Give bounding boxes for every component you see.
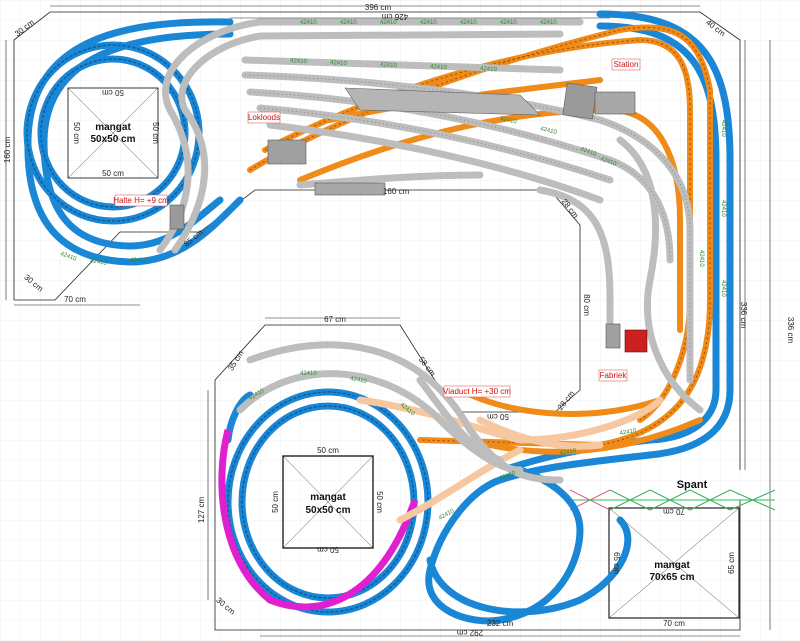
dim-336-b: 336 cm <box>786 317 795 344</box>
fabriek-label-box <box>598 369 628 382</box>
halte-building <box>169 204 185 230</box>
track-code: 42410 <box>340 20 357 26</box>
track-code: 42410 <box>90 258 108 267</box>
mangat-bl-line1: mangat <box>310 492 346 503</box>
track-code: 42410 <box>480 66 498 73</box>
track-code: 42410 <box>499 470 517 482</box>
fabriek-building <box>624 329 648 353</box>
siding-platform <box>314 182 386 196</box>
br-65-left: 65 cm <box>612 552 621 574</box>
station-annex <box>594 91 636 115</box>
mangat-tl-line1: mangat <box>95 122 131 133</box>
spant-label: Spant <box>677 479 708 491</box>
tl-50-right: 50 cm <box>151 122 160 144</box>
station-label: Station <box>614 60 639 69</box>
mangat-br-line1: mangat <box>654 560 690 571</box>
mangat-tl-line2: 50x50 cm <box>90 134 135 145</box>
mangat-bl-line2: 50x50 cm <box>305 505 350 516</box>
dim-292: 292 cm <box>457 628 484 637</box>
track-code: 42410 <box>380 62 398 69</box>
dim-160-mid: 160 cm <box>383 187 410 196</box>
halte-label-box <box>114 194 168 207</box>
track-code: 42410 <box>330 60 348 67</box>
viaduct-track-group <box>356 396 664 524</box>
track-code: 42410 <box>579 146 597 158</box>
track-code: 42410 <box>500 20 517 26</box>
lokloods-label-box <box>247 111 281 124</box>
bl-50-right: 50 cm <box>375 491 384 513</box>
station-building <box>562 82 598 120</box>
track-code: 42410 <box>300 20 317 26</box>
br-70-bottom: 70 cm <box>663 619 685 628</box>
track-code: 42410 <box>380 20 397 26</box>
br-70-top: 70 cm <box>663 507 685 516</box>
tl-50-top: 50 cm <box>102 88 124 97</box>
track-code: 42410 <box>350 376 368 385</box>
dim-127: 127 cm <box>197 497 206 524</box>
track-code: 42410 <box>599 156 617 168</box>
dim-50-mid: 50 cm <box>487 412 509 421</box>
fabriek-shed <box>605 323 621 349</box>
track-code: 42410 <box>290 58 308 65</box>
track-code: 42410 <box>559 448 577 457</box>
track-code: 42410 <box>300 371 317 377</box>
track-code: 42410 <box>540 20 557 26</box>
track-code: 42410 <box>59 251 77 263</box>
dim-336-a: 336 cm <box>739 302 748 329</box>
dimension-lines <box>5 5 771 637</box>
track-code: 42410 <box>540 126 558 136</box>
dim-160-left: 160 cm <box>3 137 12 164</box>
mangat-outlines <box>67 87 740 619</box>
track-code: 42410 <box>720 200 726 217</box>
station-platform <box>344 87 541 116</box>
track-code: 42410 <box>500 116 518 125</box>
track-code: 42410 <box>420 20 437 26</box>
halte-label: Halte H= +9 cm <box>113 196 169 205</box>
viaduct-label-box <box>443 385 511 398</box>
tl-50-bottom: 50 cm <box>102 169 124 178</box>
track-code: 42410 <box>460 20 477 26</box>
dim-232: 232 cm <box>487 619 514 628</box>
dim-67: 67 cm <box>324 315 346 324</box>
station-label-box <box>611 58 641 71</box>
dim-396: 396 cm <box>365 3 392 12</box>
dim-426: 426 cm <box>382 12 409 21</box>
magenta-track <box>218 429 419 611</box>
lokloods-building <box>267 139 307 165</box>
dim-70-left: 70 cm <box>64 295 86 304</box>
track-code: 42410 <box>130 258 147 264</box>
mangat-br-line2: 70x65 cm <box>649 572 694 583</box>
track-code: 42410 <box>430 64 448 71</box>
track-code: 42410 <box>720 120 726 137</box>
blue-track-group <box>23 10 734 625</box>
track-code: 42410 <box>720 280 726 297</box>
tl-50-left: 50 cm <box>72 122 81 144</box>
buildings <box>169 82 648 353</box>
bl-50-top: 50 cm <box>317 446 339 455</box>
fabriek-label: Fabriek <box>600 371 628 380</box>
bl-50-left: 50 cm <box>271 491 280 513</box>
viaduct-label: Viaduct H= +30 cm <box>443 387 511 396</box>
track-code: 42410 <box>619 428 637 437</box>
bl-50-bottom: 50 cm <box>317 545 339 554</box>
spant-truss <box>569 489 776 511</box>
br-65-right: 65 cm <box>727 552 736 574</box>
track-code: 42410 <box>698 250 704 267</box>
lokloods-label: Lokloods <box>248 113 280 122</box>
dim-80: 80 cm <box>582 294 591 316</box>
